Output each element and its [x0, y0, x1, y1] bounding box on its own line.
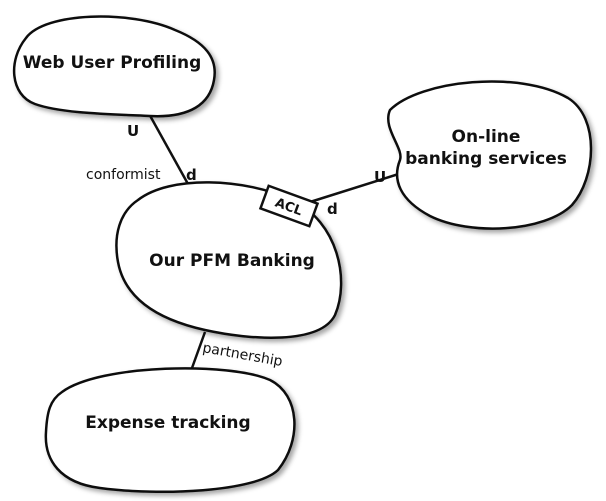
our-pfm-banking-label: Our PFM Banking	[149, 251, 315, 271]
online-banking-line1-label: On-line	[452, 127, 521, 147]
acl-connector	[309, 170, 406, 204]
online-banking-services-context	[387, 80, 593, 230]
online-banking-line2-label: banking services	[405, 149, 567, 169]
banking-upstream-marker: U	[374, 168, 386, 186]
conformist-label: conformist	[86, 167, 161, 183]
web-user-profiling-label: Web User Profiling	[23, 53, 202, 73]
pfm-downstream-marker-banking: d	[327, 200, 338, 218]
web-user-profiling-context	[12, 15, 216, 118]
profiling-upstream-marker: U	[127, 122, 139, 140]
acl-box: ACL	[258, 184, 320, 228]
pfm-downstream-marker-profiling: d	[186, 166, 197, 184]
partnership-connector	[190, 331, 207, 369]
expense-tracking-context	[44, 367, 296, 494]
conformist-connector	[146, 111, 190, 185]
our-pfm-banking-context	[115, 181, 343, 339]
expense-tracking-label: Expense tracking	[85, 413, 250, 433]
partnership-label: partnership	[201, 340, 284, 370]
